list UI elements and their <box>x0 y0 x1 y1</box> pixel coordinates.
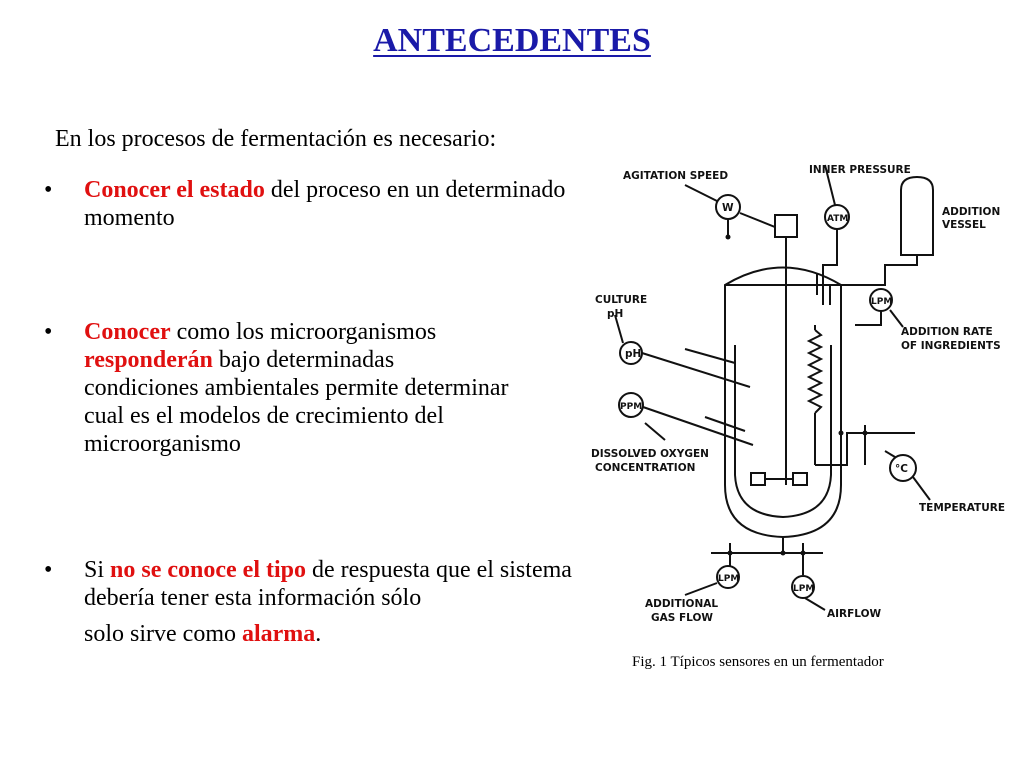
slide-title: ANTECEDENTES <box>373 22 651 59</box>
bullet-item-3: Si no se conoce el tipo de respuesta que… <box>40 556 644 648</box>
bullet-text: de respuesta que el sistema debería tene… <box>84 557 572 611</box>
figure-caption: Fig. 1 Típicos sensores en un fermentado… <box>632 654 884 670</box>
bullet-list: Conocer el estado del proceso en un dete… <box>40 176 580 647</box>
lpm-right-label: LPM <box>793 584 814 594</box>
highlight-text: responderán <box>84 347 213 373</box>
vessel-outline <box>724 266 842 539</box>
bullet-text: bajo determinadas condiciones ambientale… <box>84 347 509 457</box>
heating-coil <box>806 329 824 414</box>
w-label: W <box>722 202 734 214</box>
lpm-top-label: LPM <box>871 297 892 307</box>
highlight-text: Conocer <box>84 319 171 345</box>
intro-text: En los procesos de fermentación es neces… <box>55 126 497 152</box>
additional-gas-label-2: GAS FLOW <box>651 612 713 624</box>
lpm-left-label: LPM <box>718 574 739 584</box>
impeller-right <box>792 472 808 486</box>
bullet-text: Si <box>84 557 111 583</box>
addition-rate-label-2: OF INGREDIENTS <box>901 340 1001 352</box>
bullet-text: como los microorganismos <box>170 319 437 345</box>
bullet-text: del proceso en un determinado momento <box>84 177 566 231</box>
airflow-label: AIRFLOW <box>827 608 882 620</box>
dissolved-oxygen-label-2: CONCENTRATION <box>595 462 695 474</box>
agitation-speed-label: AGITATION SPEED <box>623 170 728 182</box>
ppm-label: PPM <box>620 402 642 412</box>
fermenter-diagram: AGITATION SPEED W INNER PRESSURE ATM ADD… <box>591 164 1005 624</box>
addition-rate-label: ADDITION RATE <box>901 326 993 338</box>
culture-ph-label: CULTURE <box>595 294 647 306</box>
lpm-left-circle <box>716 565 740 589</box>
atm-label: ATM <box>827 214 848 224</box>
bullet-item-1: Conocer el estado del proceso en un dete… <box>40 176 580 232</box>
addition-vessel-label-2: VESSEL <box>942 219 986 231</box>
addition-vessel <box>900 175 934 256</box>
bullet-item-2: Conocer como los microorganismos respond… <box>40 318 514 458</box>
impeller-left <box>750 472 766 486</box>
celsius-sensor-circle <box>889 454 917 482</box>
bullet-line: solo sirve como alarma. <box>84 620 644 648</box>
vessel-inner-wall <box>734 345 832 519</box>
inner-pressure-label: INNER PRESSURE <box>809 164 911 176</box>
dissolved-oxygen-label: DISSOLVED OXYGEN <box>591 448 709 460</box>
lpm-right-circle <box>791 575 815 599</box>
bullet-text: solo sirve como <box>84 621 242 647</box>
temperature-label: TEMPERATURE <box>919 502 1005 514</box>
highlight-text: alarma <box>241 621 316 647</box>
ppm-sensor-circle <box>618 392 644 418</box>
motor-box <box>774 214 798 238</box>
addition-vessel-label: ADDITION <box>942 206 1000 218</box>
additional-gas-label: ADDITIONAL <box>645 598 718 610</box>
celsius-label: °C <box>895 463 908 475</box>
culture-ph-label-2: pH <box>607 308 623 320</box>
ph-label: pH <box>625 348 641 360</box>
bullet-text: . <box>315 621 322 647</box>
highlight-text: no se conoce el tipo <box>110 557 306 583</box>
highlight-text: Conocer el estado <box>84 177 265 203</box>
